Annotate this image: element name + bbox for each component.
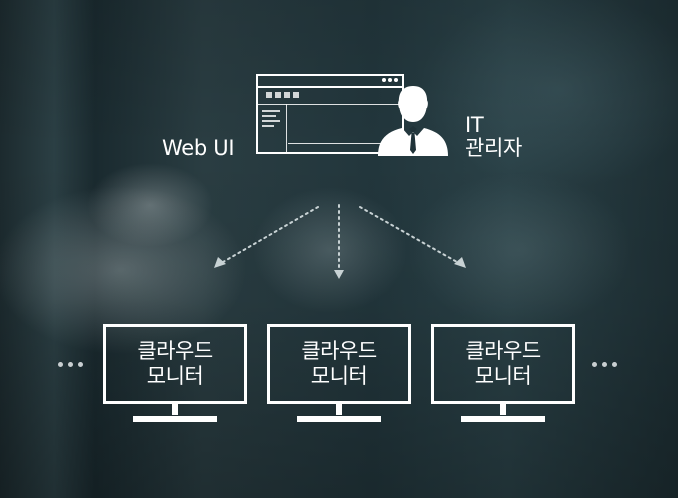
ellipsis-left-icon [58, 362, 83, 368]
cloud-monitor-1: 클라우드 모니터 [103, 324, 247, 404]
arrow-center-head [334, 270, 344, 279]
ellipsis-right-icon [592, 362, 617, 368]
window-dot-icon [382, 78, 386, 82]
monitor-neck [336, 403, 342, 415]
monitor-subtitle: 모니터 [310, 364, 368, 388]
browser-window-icon [256, 74, 404, 154]
monitor-neck [500, 403, 506, 415]
window-dot-icon [388, 78, 392, 82]
sidebar-line [262, 110, 280, 112]
monitor-subtitle: 모니터 [146, 364, 204, 388]
monitor-neck [172, 403, 178, 415]
browser-navbar [258, 86, 402, 105]
browser-sidebar [258, 104, 287, 152]
monitor-base [461, 416, 545, 422]
it-label: IT [465, 113, 484, 137]
nav-square-icon [266, 92, 272, 98]
nav-square-icon [293, 92, 299, 98]
nav-square-icon [275, 92, 281, 98]
arrow-right-line [359, 206, 458, 263]
window-dot-icon [394, 78, 398, 82]
arrow-right-head [454, 257, 466, 268]
monitor-base [297, 416, 381, 422]
sidebar-line [262, 120, 280, 122]
sidebar-line [262, 125, 274, 127]
browser-footer [288, 143, 402, 152]
monitor-subtitle: 모니터 [474, 364, 532, 388]
cloud-monitor-3: 클라우드 모니터 [431, 324, 575, 404]
admin-label: 관리자 [465, 136, 523, 160]
monitor-title: 클라우드 [465, 339, 541, 363]
monitor-title: 클라우드 [137, 339, 213, 363]
sidebar-line [262, 115, 276, 117]
web-ui-label: Web UI [162, 136, 235, 160]
browser-titlebar [258, 76, 402, 88]
monitor-title: 클라우드 [301, 339, 377, 363]
arrow-left-line [222, 206, 319, 263]
monitor-base [133, 416, 217, 422]
cloud-monitor-2: 클라우드 모니터 [267, 324, 411, 404]
admin-person-icon [378, 86, 448, 156]
arrow-left-head [214, 257, 226, 268]
nav-square-icon [284, 92, 290, 98]
